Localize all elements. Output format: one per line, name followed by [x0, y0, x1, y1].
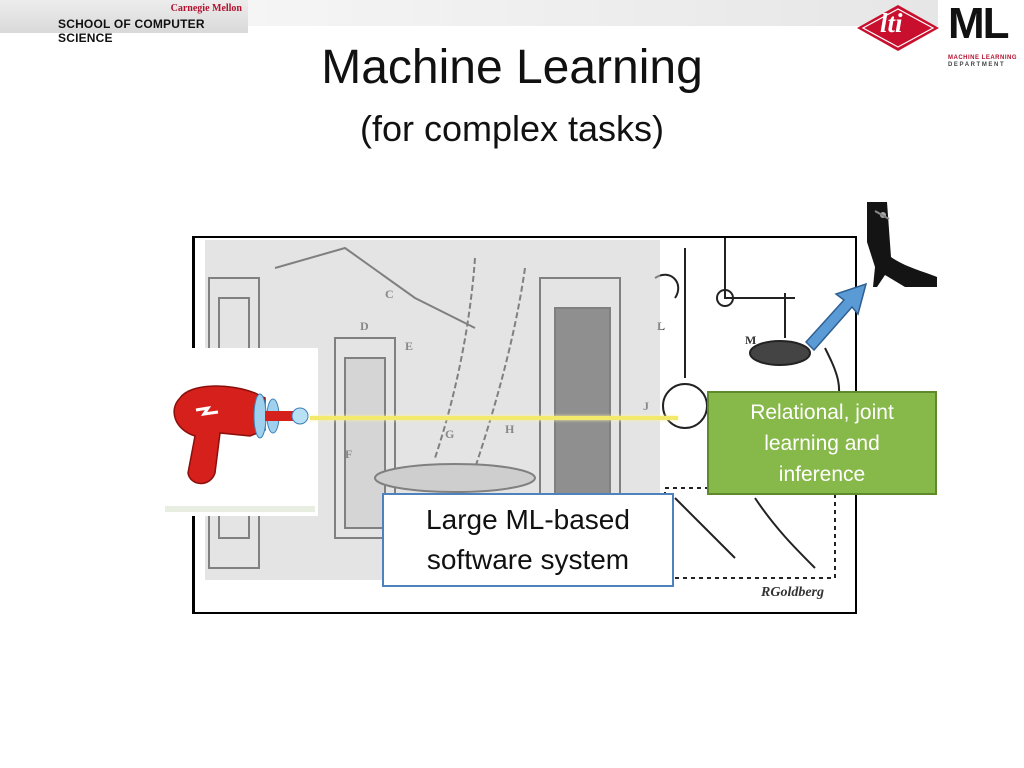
cmu-school-name: SCHOOL OF COMPUTER SCIENCE [58, 17, 205, 45]
arrow-icon [804, 282, 868, 352]
svg-text:RGoldberg: RGoldberg [760, 585, 824, 600]
lti-logo-text: lti [880, 8, 903, 38]
ml-software-system-box: Large ML-based software system [382, 493, 674, 587]
ml-logo-line1: MACHINE LEARNING [948, 55, 1017, 61]
boot-icon [867, 202, 937, 287]
ray-beam [310, 416, 678, 420]
ray-gun-icon [165, 385, 315, 512]
header-strip [248, 0, 938, 26]
ray-gun-image [160, 348, 318, 516]
cmu-scs-logo: Carnegie Mellon SCHOOL OF COMPUTER SCIEN… [0, 0, 248, 45]
ml-department-logo: ML [948, 0, 1010, 48]
cmu-university-name: Carnegie Mellon [170, 3, 242, 14]
relational-inference-box: Relational, joint learning and inference [707, 391, 937, 495]
svg-text:M: M [745, 333, 756, 347]
green-box-label: Relational, joint learning and inference [750, 400, 894, 486]
blue-box-label: Large ML-based software system [426, 504, 630, 575]
slide-subtitle: (for complex tasks) [359, 108, 665, 149]
lti-logo [857, 5, 939, 51]
svg-text:L: L [657, 319, 665, 333]
ml-logo-line2: DEPARTMENT [948, 62, 1006, 68]
slide-title: Machine Learning [321, 41, 703, 94]
